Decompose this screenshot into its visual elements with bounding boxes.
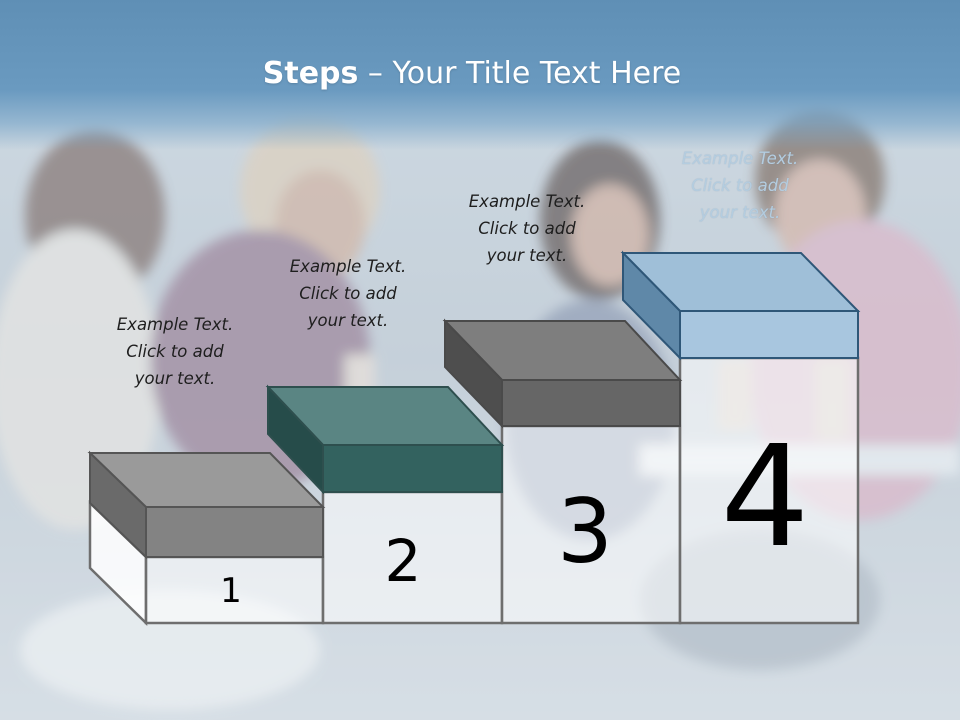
step-2-block[interactable]	[265, 384, 505, 495]
step-4-number: 4	[720, 416, 810, 579]
title-bar	[0, 0, 960, 150]
step-2-caption-line-2: Click to add	[299, 284, 397, 303]
step-1-number: 1	[220, 571, 242, 611]
step-1-block[interactable]	[87, 450, 326, 560]
step-1-caption-line-1: Example Text.	[116, 315, 234, 334]
step-2-caption-line-1: Example Text.	[289, 257, 407, 276]
step-3-caption-line-2: Click to add	[478, 219, 576, 238]
step-1-caption-line-3: your text.	[134, 369, 216, 388]
step-2-box	[321, 490, 504, 625]
step-3-caption-line-1: Example Text.	[468, 192, 586, 211]
step-4-caption-line-2: Click to add	[691, 176, 789, 195]
step-3-caption[interactable]: Example Text. Click to add your text.	[447, 188, 607, 269]
title-bold-word: Steps	[262, 56, 359, 91]
step-3-caption-line-3: your text.	[486, 246, 568, 265]
step-2-caption-line-3: your text.	[307, 311, 389, 330]
title-rest: – Your Title Text Here	[358, 56, 682, 91]
step-3-number: 3	[557, 480, 613, 583]
step-4-caption-line-1: Example Text.	[681, 149, 799, 168]
step-1-box	[144, 555, 325, 625]
step-3-box	[500, 424, 682, 625]
step-1-caption-line-2: Click to add	[126, 342, 224, 361]
step-3-block[interactable]	[442, 318, 683, 429]
step-4-block[interactable]	[620, 250, 861, 361]
step-2-number: 2	[384, 527, 422, 595]
step-4-caption[interactable]: Example Text. Click to add your text.	[660, 145, 820, 226]
step-4-box	[678, 356, 860, 625]
slide-title[interactable]: Steps – Your Title Text Here	[0, 54, 944, 94]
step-1-caption[interactable]: Example Text. Click to add your text.	[95, 311, 255, 392]
step-boxes	[88, 356, 860, 626]
step-4-caption-line-3: your text.	[699, 203, 781, 222]
step-2-caption[interactable]: Example Text. Click to add your text.	[268, 253, 428, 334]
